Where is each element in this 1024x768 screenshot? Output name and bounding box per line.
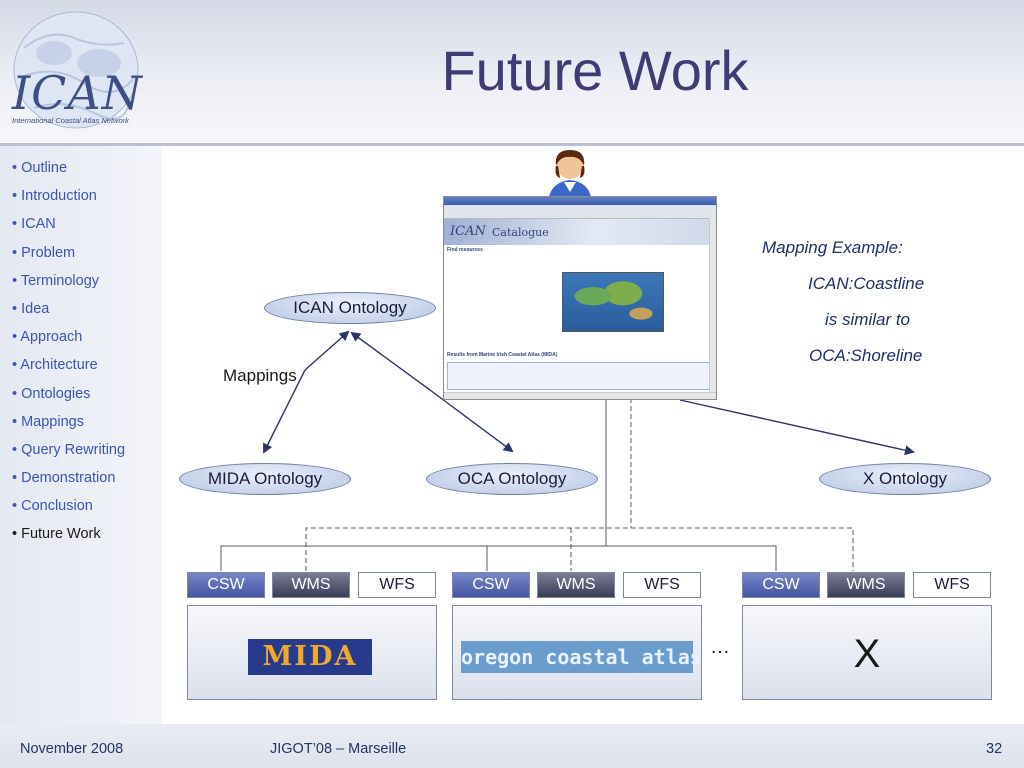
x-atlas-label: X bbox=[853, 632, 881, 676]
sidebar-item-conclusion[interactable]: • Conclusion bbox=[12, 498, 93, 515]
catalogue-banner: ICAN Catalogue bbox=[444, 219, 716, 245]
sidebar-item-problem[interactable]: • Problem bbox=[12, 244, 76, 261]
x-wfs-service: WFS bbox=[913, 572, 991, 598]
mida-wfs-service: WFS bbox=[358, 572, 436, 598]
ellipsis: … bbox=[710, 636, 730, 658]
page-title: Future Work bbox=[441, 39, 749, 102]
globe-icon bbox=[13, 11, 139, 129]
sidebar-item-ican[interactable]: • ICAN bbox=[12, 216, 56, 233]
arrow-ican-oca-1 bbox=[429, 389, 514, 453]
browser-toolbar bbox=[444, 205, 716, 219]
mida-csw-service: CSW bbox=[187, 572, 265, 598]
logo-subtitle: International Coastal Atlas Network bbox=[12, 116, 129, 125]
footer-page-number: 32 bbox=[986, 741, 1003, 757]
banner-catalogue: Catalogue bbox=[492, 226, 549, 239]
sidebar-item-mappings[interactable]: • Mappings bbox=[12, 413, 84, 430]
oca-wms-service: WMS bbox=[537, 572, 615, 598]
footer-event: JIGOT’08 – Marseille bbox=[270, 741, 407, 757]
sidebar-item-outline[interactable]: • Outline bbox=[12, 160, 68, 176]
mida-atlas-box: MIDA bbox=[187, 605, 437, 700]
results-heading: Results from Marine Irish Coastal Atlas … bbox=[447, 352, 558, 358]
header-divider bbox=[0, 143, 1024, 146]
user-icon-graphic bbox=[548, 150, 592, 202]
slide-footer: November 2008 JIGOT’08 – Marseille 32 bbox=[0, 724, 1024, 768]
oca-atlas-box: oregon coastal atlas bbox=[452, 605, 702, 700]
sidebar-item-introduction[interactable]: • Introduction bbox=[12, 188, 97, 205]
arrow-ican-oca-2 bbox=[350, 331, 431, 391]
oca-logo: oregon coastal atlas bbox=[461, 641, 702, 673]
oca-ontology-node: OCA Ontology bbox=[426, 463, 598, 495]
mapping-example-line2: is similar to bbox=[825, 310, 911, 329]
mappings-label: Mappings bbox=[223, 366, 297, 385]
mapping-example-line1: ICAN:Coastline bbox=[808, 274, 925, 293]
sidebar-item-query-rewriting[interactable]: • Query Rewriting bbox=[12, 441, 126, 458]
connector-solid-bus bbox=[220, 545, 777, 571]
browser-statusbar bbox=[444, 392, 716, 399]
mida-ontology-node: MIDA Ontology bbox=[179, 463, 351, 495]
x-wms-service: WMS bbox=[827, 572, 905, 598]
sidebar-item-ontologies[interactable]: • Ontologies bbox=[12, 385, 91, 402]
arrow-ican-mida-2 bbox=[304, 330, 350, 371]
mapping-example-heading: Mapping Example: bbox=[762, 238, 903, 257]
ican-logo: ICAN International Coastal Atlas Network bbox=[4, 8, 156, 138]
ican-ontology-node: ICAN Ontology bbox=[264, 292, 436, 324]
logo-text: ICAN bbox=[12, 66, 143, 120]
catalogue-browser-screenshot: ICAN Catalogue Find resources Results fr… bbox=[443, 196, 717, 400]
results-panel bbox=[447, 362, 711, 390]
sidebar-item-demonstration[interactable]: • Demonstration bbox=[12, 470, 116, 487]
oca-csw-service: CSW bbox=[452, 572, 530, 598]
slide-header bbox=[0, 0, 1024, 145]
oca-wfs-service: WFS bbox=[623, 572, 701, 598]
sidebar-item-future-work[interactable]: • Future Work bbox=[12, 526, 101, 543]
sidebar-item-terminology[interactable]: • Terminology bbox=[12, 272, 100, 289]
sidebar-nav: • Outline • Introduction • ICAN • Proble… bbox=[0, 146, 162, 553]
sidebar-item-architecture[interactable]: • Architecture bbox=[12, 357, 98, 374]
x-ontology-node: X Ontology bbox=[819, 463, 991, 495]
arrow-browser-x bbox=[679, 399, 915, 456]
mida-logo: MIDA bbox=[248, 639, 372, 675]
sidebar: • Outline • Introduction • ICAN • Proble… bbox=[0, 146, 162, 724]
sidebar-item-approach[interactable]: • Approach bbox=[12, 329, 83, 346]
user-icon bbox=[540, 146, 600, 202]
x-csw-service: CSW bbox=[742, 572, 820, 598]
banner-logo: ICAN bbox=[450, 224, 486, 239]
mapping-example-line3: OCA:Shoreline bbox=[809, 346, 923, 365]
x-atlas-box: X bbox=[742, 605, 992, 700]
world-map bbox=[562, 272, 664, 332]
find-resources-heading: Find resources bbox=[447, 247, 483, 253]
sidebar-item-idea[interactable]: • Idea bbox=[12, 300, 50, 317]
mida-wms-service: WMS bbox=[272, 572, 350, 598]
connector-dashed-bus bbox=[305, 527, 854, 571]
browser-scrollbar bbox=[709, 218, 716, 399]
browser-titlebar bbox=[444, 197, 716, 205]
footer-date: November 2008 bbox=[20, 741, 124, 757]
arrow-ican-mida-1 bbox=[263, 369, 306, 454]
